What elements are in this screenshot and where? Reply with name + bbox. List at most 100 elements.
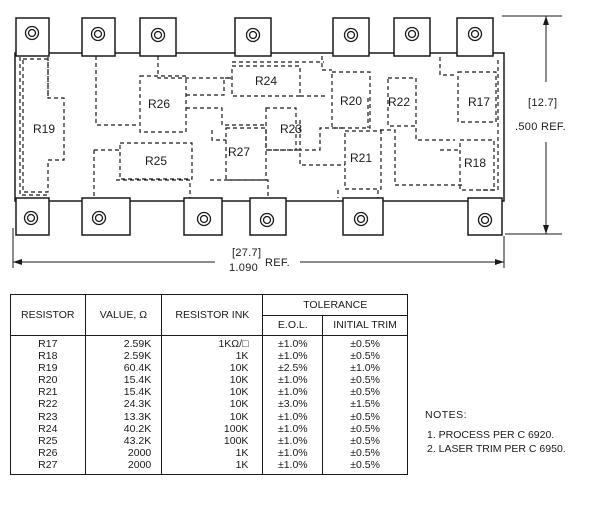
cell-ink: 1KΩ/□ xyxy=(161,335,264,351)
label-r24: R24 xyxy=(255,74,277,88)
height-dim-imperial: .500 REF. xyxy=(515,121,566,133)
cell-ink: 1K xyxy=(161,446,264,459)
cell-ink: 10K xyxy=(161,386,264,399)
cell-value: 13.3K xyxy=(84,410,163,423)
cell-eol: ±1.0% xyxy=(262,374,324,387)
cell-ink: 1K xyxy=(161,350,264,363)
label-r23: R23 xyxy=(280,122,302,136)
width-dim-ref: REF. xyxy=(265,257,290,269)
pad xyxy=(342,197,384,236)
header-initial-trim: INITIAL TRIM xyxy=(322,314,408,336)
cell-eol: ±1.0% xyxy=(262,422,324,435)
cell-value: 43.2K xyxy=(84,434,163,447)
cell-eol: ±1.0% xyxy=(262,410,324,423)
header-ink: RESISTOR INK xyxy=(161,294,264,336)
pad xyxy=(467,197,503,236)
cell-trim: ±0.5% xyxy=(322,458,408,476)
pad xyxy=(234,17,272,57)
cell-resistor: R17 xyxy=(10,335,86,351)
cell-resistor: R27 xyxy=(10,458,86,476)
cell-resistor: R21 xyxy=(10,386,86,399)
resistor-r22 xyxy=(387,77,417,127)
notes: NOTES: 1. PROCESS PER C 6920. 2. LASER T… xyxy=(425,408,566,456)
cell-trim: ±0.5% xyxy=(322,434,408,447)
cell-resistor: R18 xyxy=(10,350,86,363)
cell-ink: 10K xyxy=(161,410,264,423)
resistors xyxy=(22,58,497,193)
cell-eol: ±1.0% xyxy=(262,458,324,476)
label-r26: R26 xyxy=(148,97,170,111)
width-dim-imperial: 1.090 xyxy=(229,262,258,274)
cell-ink: 10K xyxy=(161,374,264,387)
label-r17: R17 xyxy=(468,95,490,109)
header-value: VALUE, Ω xyxy=(84,294,163,336)
cell-trim: ±0.5% xyxy=(322,335,408,351)
cell-trim: ±0.5% xyxy=(322,374,408,387)
cell-resistor: R23 xyxy=(10,410,86,423)
resistor-network-layout: R19 R26 R24 R20 R22 R17 R23 R25 R27 R21 … xyxy=(12,15,566,274)
notes-header: NOTES: xyxy=(425,409,468,421)
label-r27: R27 xyxy=(228,145,250,159)
resistor-r18 xyxy=(459,139,495,191)
cell-eol: ±1.0% xyxy=(262,446,324,459)
cell-resistor: R19 xyxy=(10,362,86,375)
top-pads xyxy=(15,17,494,57)
resistor-r27 xyxy=(225,127,267,181)
cell-eol: ±2.5% xyxy=(262,362,324,375)
cell-eol: ±1.0% xyxy=(262,386,324,399)
pad xyxy=(81,17,116,57)
cell-value: 2.59K xyxy=(84,335,163,351)
label-r22: R22 xyxy=(388,95,410,109)
resistor-r19 xyxy=(22,58,65,193)
pad xyxy=(249,197,287,236)
cell-ink: 10K xyxy=(161,362,264,375)
header-eol: E.O.L. xyxy=(262,314,324,336)
header-tolerance: TOLERANCE xyxy=(262,294,408,316)
cell-ink: 1K xyxy=(161,458,264,476)
cell-eol: ±1.0% xyxy=(262,350,324,363)
cell-value: 24.3K xyxy=(84,398,163,411)
pad xyxy=(15,197,50,236)
cell-trim: ±0.5% xyxy=(322,446,408,459)
cell-eol: ±3.0% xyxy=(262,398,324,411)
note-item-2: 2. LASER TRIM PER C 6950. xyxy=(427,443,566,455)
cell-resistor: R26 xyxy=(10,446,86,459)
resistor-r26 xyxy=(139,75,187,133)
label-r25: R25 xyxy=(145,154,167,168)
pad xyxy=(81,197,131,236)
cell-trim: ±0.5% xyxy=(322,422,408,435)
cell-resistor: R25 xyxy=(10,434,86,447)
cell-ink: 100K xyxy=(161,434,264,447)
resistor-r23 xyxy=(265,107,297,151)
cell-trim: ±1.0% xyxy=(322,362,408,375)
pad xyxy=(139,17,177,57)
cell-resistor: R24 xyxy=(10,422,86,435)
cell-trim: ±0.5% xyxy=(322,350,408,363)
cell-resistor: R20 xyxy=(10,374,86,387)
cell-trim: ±0.5% xyxy=(322,410,408,423)
cell-resistor: R22 xyxy=(10,398,86,411)
label-r20: R20 xyxy=(340,94,362,108)
pad xyxy=(183,197,223,236)
cell-ink: 100K xyxy=(161,422,264,435)
cell-value: 60.4K xyxy=(84,362,163,375)
height-dimension: [12.7] .500 REF. xyxy=(502,15,566,235)
pad xyxy=(393,17,431,57)
cell-value: 15.4K xyxy=(84,374,163,387)
cell-ink: 10K xyxy=(161,398,264,411)
resistor-r25 xyxy=(119,142,193,180)
cell-eol: ±1.0% xyxy=(262,335,324,351)
width-dim-metric: [27.7] xyxy=(232,247,261,259)
cell-value: 15.4K xyxy=(84,386,163,399)
cell-value: 2.59K xyxy=(84,350,163,363)
cell-trim: ±0.5% xyxy=(322,386,408,399)
